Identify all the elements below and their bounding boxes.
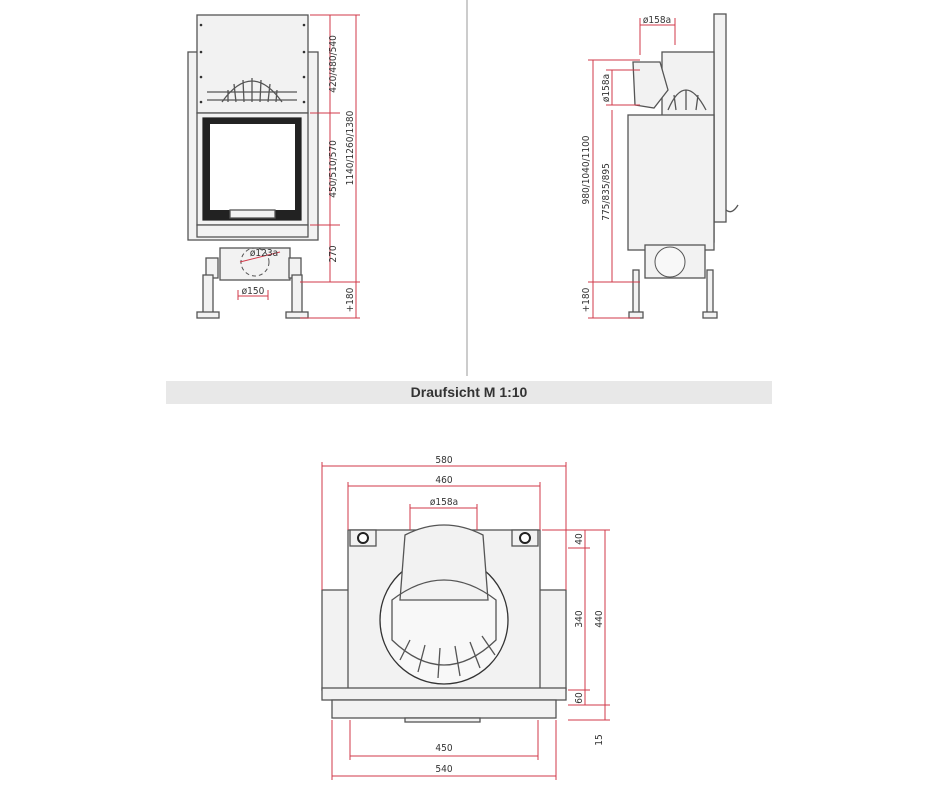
dim-flue-top: ø158a xyxy=(643,15,671,26)
dim-legs: +180 xyxy=(345,287,356,312)
dim-540: 540 xyxy=(435,764,452,775)
dim-flue-150: ø150 xyxy=(242,286,265,297)
bolts xyxy=(349,529,539,547)
dim-440: 440 xyxy=(594,610,605,627)
dim-lower: 270 xyxy=(328,245,339,262)
dim-460: 460 xyxy=(435,475,452,486)
front-view: 420/480/540 450/510/570 270 1140/1260/13… xyxy=(187,14,360,319)
flue-outlet xyxy=(632,61,669,109)
dim-upper: 420/480/540 xyxy=(328,35,339,93)
dim-60: 60 xyxy=(574,692,585,704)
dim-flue: ø158a xyxy=(430,497,458,508)
top-view: 580 460 ø158a 40 340 440 60 15 450 540 xyxy=(321,455,610,780)
dim-total: 1140/1260/1380 xyxy=(345,110,356,185)
dim-450: 450 xyxy=(435,743,452,754)
dim-middle: 450/510/570 xyxy=(328,140,339,198)
side-view: ø158a ø158a 980/1040/1100 775/835/895 +1… xyxy=(581,13,739,319)
dim-580: 580 xyxy=(435,455,452,466)
dim-15: 15 xyxy=(594,734,605,745)
legs xyxy=(196,274,309,319)
dim-legs: +180 xyxy=(581,287,592,312)
flue-collar xyxy=(399,524,489,601)
dim-total: 980/1040/1100 xyxy=(581,135,592,204)
dim-40: 40 xyxy=(574,533,585,545)
section-title: Draufsicht M 1:10 xyxy=(166,381,772,404)
dim-flue-side: ø158a xyxy=(601,74,612,102)
burner-dome xyxy=(221,78,283,103)
dim-body: 775/835/895 xyxy=(601,163,612,221)
dim-340: 340 xyxy=(574,610,585,627)
dim-flue-123a: ø123a xyxy=(250,248,278,259)
